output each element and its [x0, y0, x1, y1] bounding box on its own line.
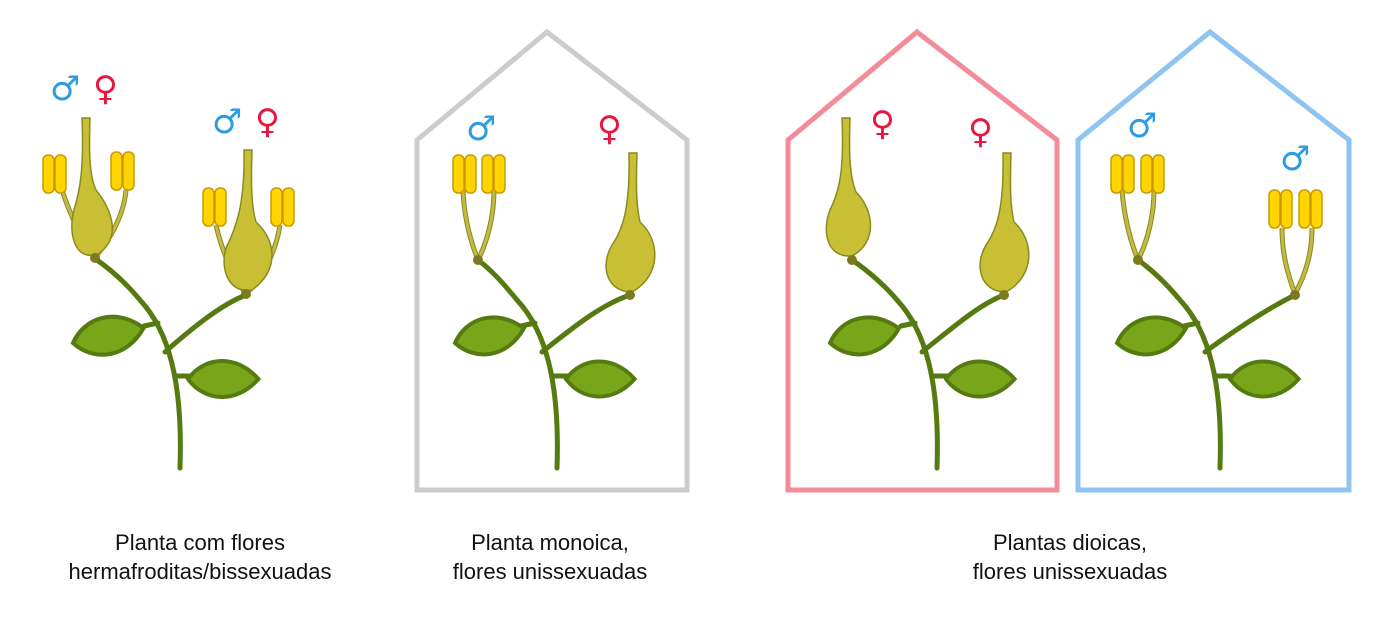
anther	[54, 154, 67, 194]
anther	[464, 154, 477, 194]
anther	[42, 154, 55, 194]
anther	[481, 154, 494, 194]
plant-stem	[849, 257, 1007, 471]
plant-stem	[91, 255, 249, 471]
receptacle	[241, 289, 251, 299]
male-flower	[1268, 189, 1323, 300]
anther	[122, 151, 135, 191]
female-symbol-icon: ♀	[597, 109, 622, 149]
receptacle	[847, 255, 857, 265]
leaf	[1113, 311, 1189, 361]
pistil	[825, 117, 872, 257]
leaf	[69, 310, 147, 361]
receptacle	[625, 290, 635, 300]
plant-stem	[1135, 257, 1298, 471]
female-flower	[605, 152, 656, 300]
female-symbol-icon: ♀	[93, 69, 118, 109]
caption-hermaphrodite: Planta com flores hermafroditas/bissexua…	[68, 530, 332, 584]
leaf	[944, 359, 1017, 399]
male-symbol-icon: ♂	[1280, 139, 1310, 179]
male-symbol-icon: ♂	[50, 69, 80, 109]
male-flower	[1110, 154, 1165, 265]
leaf	[564, 359, 637, 399]
anther	[1122, 154, 1135, 194]
dioecious-female-house-outline	[785, 28, 1060, 493]
female-symbol-icon: ♀	[870, 104, 895, 144]
anther	[452, 154, 465, 194]
anther	[1110, 154, 1123, 194]
anther	[1268, 189, 1281, 229]
male-symbol-icon: ♂	[466, 109, 496, 149]
caption-dioecious: Plantas dioicas, flores unissexuadas	[972, 530, 1168, 584]
leaf	[826, 311, 902, 361]
female-flower	[825, 117, 872, 265]
plant-monoecious	[451, 152, 656, 471]
receptacle	[999, 290, 1009, 300]
bisexual-flower	[42, 117, 135, 263]
anther	[214, 187, 227, 227]
anther	[270, 187, 283, 227]
leaf	[1228, 359, 1301, 399]
plant-hermaphrodite	[42, 117, 295, 471]
male-symbol-icon: ♂	[212, 102, 242, 142]
receptacle	[1133, 255, 1143, 265]
pistil	[605, 152, 656, 293]
dioecious-male-house-outline	[1075, 28, 1352, 493]
receptacle	[1290, 290, 1300, 300]
receptacle	[90, 253, 100, 263]
anther	[1140, 154, 1153, 194]
anther	[1298, 189, 1311, 229]
anther	[1152, 154, 1165, 194]
pistil	[71, 117, 114, 257]
leaf	[451, 311, 527, 361]
anther	[493, 154, 506, 194]
plant-dioecious-female	[825, 117, 1030, 471]
monoecious-house-outline	[414, 28, 690, 493]
bisexual-flower	[202, 149, 295, 299]
pistil	[979, 152, 1030, 293]
pistil	[223, 149, 273, 292]
anther	[110, 151, 123, 191]
plant-stem	[475, 257, 633, 471]
leaf	[188, 361, 258, 397]
female-flower	[979, 152, 1030, 300]
male-flower	[452, 154, 506, 265]
anther	[282, 187, 295, 227]
female-symbol-icon: ♀	[968, 112, 993, 152]
anther	[1280, 189, 1293, 229]
receptacle	[473, 255, 483, 265]
caption-monoecious: Planta monoica, flores unissexuadas	[452, 530, 648, 584]
anther	[1310, 189, 1323, 229]
male-symbol-icon: ♂	[1127, 106, 1157, 146]
plant-dioecious-male	[1110, 154, 1323, 471]
anther	[202, 187, 215, 227]
female-symbol-icon: ♀	[255, 102, 280, 142]
